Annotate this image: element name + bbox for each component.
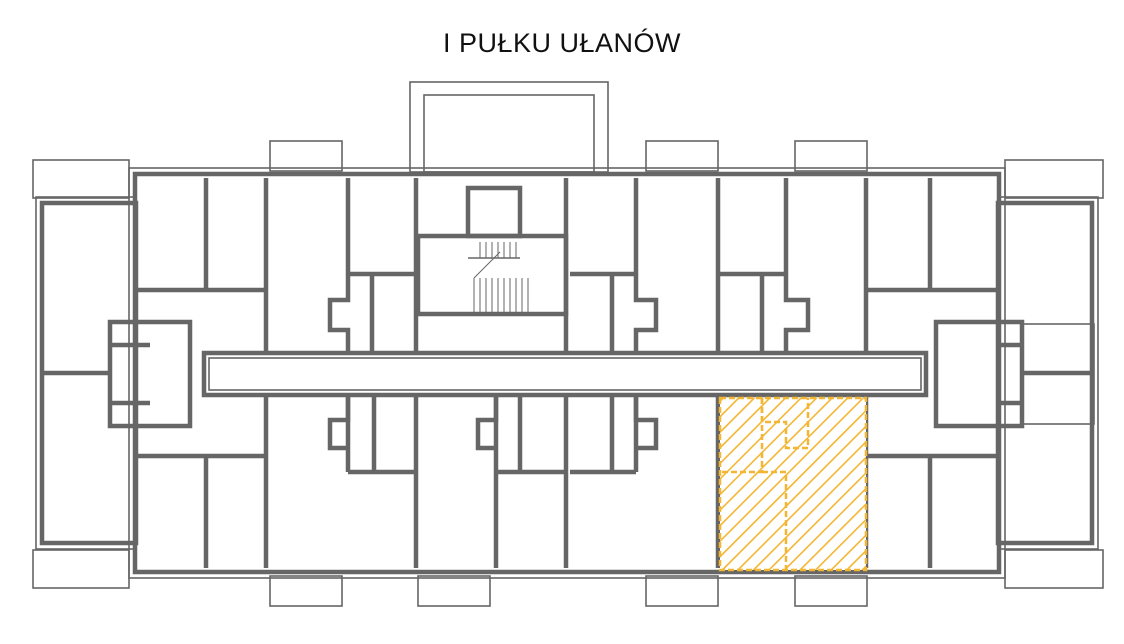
staircase	[415, 178, 569, 353]
corridor-inner	[208, 357, 922, 391]
tl-bath-1	[327, 274, 351, 353]
top-right-flats	[570, 178, 998, 353]
balcony-bottom-right-corner	[1004, 549, 1104, 589]
highlighted-apartment-outline	[718, 396, 868, 572]
outer-shell	[128, 167, 1006, 579]
outer-walls	[35, 167, 1099, 579]
balcony-bottom-left-corner	[32, 549, 130, 589]
left-end-core	[107, 319, 193, 429]
balconies	[32, 81, 1104, 607]
stair-treads	[473, 242, 529, 314]
highlighted-apartment-fill[interactable]	[720, 398, 866, 570]
bl-bath-2	[475, 395, 499, 451]
balcony-top-center	[409, 81, 609, 173]
tr-bath-1	[633, 274, 659, 353]
street-label: I PUŁKU UŁANÓW	[442, 28, 682, 58]
balcony-top-3	[794, 140, 868, 172]
br-bath-1	[633, 395, 659, 451]
right-end-core	[933, 319, 1025, 429]
corridor	[201, 350, 929, 398]
balcony-top-right-corner	[1004, 159, 1104, 199]
corridor-walls	[201, 350, 929, 398]
balcony-bottom-1	[269, 575, 343, 607]
balcony-bottom-4	[794, 575, 868, 607]
balcony-top-left-corner	[32, 159, 130, 199]
top-left-flats	[327, 178, 419, 353]
balcony-bottom-3	[645, 575, 719, 607]
highlighted-apartment[interactable]	[718, 396, 868, 572]
balcony-bottom-2	[417, 575, 491, 607]
right-end-rooms	[866, 319, 1025, 568]
balcony-top-1	[269, 140, 343, 172]
bl-bath-1	[327, 395, 351, 451]
left-end-rooms	[107, 178, 269, 568]
balcony-top-2	[645, 140, 719, 172]
tr-bath-2	[783, 274, 811, 353]
elevator-shaft	[465, 185, 523, 239]
